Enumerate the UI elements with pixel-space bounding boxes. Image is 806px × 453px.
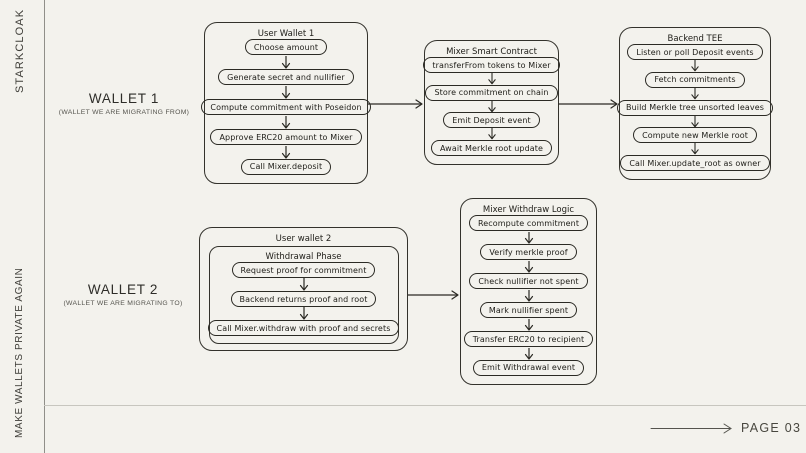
page-number: PAGE 03 xyxy=(741,421,802,435)
wallet1-title: WALLET 1 xyxy=(88,91,160,106)
arrow-down-icon xyxy=(524,318,533,331)
flow-step: Verify merkle proof xyxy=(480,244,577,261)
flow-step: Approve ERC20 amount to Mixer xyxy=(210,129,362,146)
flow-step: Transfer ERC20 to recipient xyxy=(463,331,594,348)
flow-user-wallet-1: User Wallet 1 Choose amount Generate sec… xyxy=(201,22,371,184)
wallet1-label: WALLET 1 (WALLET WE ARE MIGRATING FROM) xyxy=(48,91,200,116)
flow-mixer-withdraw-logic: Mixer Withdraw Logic Recompute commitmen… xyxy=(460,198,597,385)
arrow-right-icon xyxy=(408,290,459,300)
flow-step: Request proof for commitment xyxy=(231,262,376,278)
flow-title: Withdrawal Phase xyxy=(265,252,342,262)
flow-step: Call Mixer.update_root as owner xyxy=(620,155,770,171)
flow-step: Emit Deposit event xyxy=(443,112,540,129)
flow-step: Compute new Merkle root xyxy=(633,127,757,144)
arrow-down-icon xyxy=(299,278,308,291)
wallet1-subtitle: (WALLET WE ARE MIGRATING FROM) xyxy=(58,109,190,116)
wallet2-title: WALLET 2 xyxy=(87,282,159,297)
wallet2-subtitle: (WALLET WE ARE MIGRATING TO) xyxy=(63,300,183,307)
arrow-down-icon xyxy=(299,307,308,320)
flow-step: Check nullifier not spent xyxy=(469,273,588,290)
arrow-down-icon xyxy=(281,115,291,129)
arrow-right-icon xyxy=(558,99,618,109)
arrow-down-icon xyxy=(524,231,533,244)
arrow-down-icon xyxy=(524,289,533,302)
flow-title: Backend TEE xyxy=(667,34,723,44)
flow-step: Store commitment on chain xyxy=(425,84,558,101)
flow-step: Build Merkle tree unsorted leaves xyxy=(616,99,774,116)
flow-step: Backend returns proof and root xyxy=(230,291,377,307)
arrow-down-icon xyxy=(281,145,291,159)
footer-divider-line xyxy=(44,405,806,406)
arrow-down-icon xyxy=(281,55,291,69)
arrow-down-icon xyxy=(524,347,533,360)
flow-backend-tee: Backend TEE Listen or poll Deposit event… xyxy=(616,27,774,180)
arrow-down-icon xyxy=(524,260,533,273)
arrow-down-icon xyxy=(691,143,699,155)
flow-step: Fetch commitments xyxy=(645,71,745,88)
flow-step: Call Mixer.deposit xyxy=(240,158,332,175)
flow-step: Compute commitment with Poseidon xyxy=(201,99,371,116)
flow-step: Recompute commitment xyxy=(468,215,589,232)
withdrawal-phase-group: Withdrawal Phase Request proof for commi… xyxy=(207,246,400,344)
flow-step: transferFrom tokens to Mixer xyxy=(423,57,560,73)
arrow-down-icon xyxy=(487,100,496,112)
arrow-down-icon xyxy=(281,85,291,99)
flow-title: Mixer Smart Contract xyxy=(446,47,537,57)
flow-title: User Wallet 1 xyxy=(257,29,315,39)
flow-step: Mark nullifier spent xyxy=(479,302,578,319)
flow-mixer-smart-contract: Mixer Smart Contract transferFrom tokens… xyxy=(423,40,560,165)
flow-step: Generate secret and nullifier xyxy=(218,69,354,86)
arrow-down-icon xyxy=(487,128,496,140)
brand-tagline: MAKE WALLETS PRIVATE AGAIN xyxy=(14,267,25,438)
flow-title: User wallet 2 xyxy=(275,234,332,244)
flow-user-wallet-2: User wallet 2 Withdrawal Phase Request p… xyxy=(199,227,408,351)
flow-title: Mixer Withdraw Logic xyxy=(482,205,575,215)
flow-step: Await Merkle root update xyxy=(430,140,553,157)
flow-step: Emit Withdrawal event xyxy=(472,359,585,376)
arrow-down-icon xyxy=(691,60,699,72)
wallet2-label: WALLET 2 (WALLET WE ARE MIGRATING TO) xyxy=(47,282,199,307)
flow-step: Call Mixer.withdraw with proof and secre… xyxy=(207,320,400,336)
sidebar-divider-line xyxy=(44,0,45,453)
flow-step: Choose amount xyxy=(244,39,328,56)
brand-name: STARKCLOAK xyxy=(14,8,26,93)
arrow-right-icon xyxy=(368,99,423,109)
arrow-down-icon xyxy=(691,87,699,100)
arrow-down-icon xyxy=(487,73,496,85)
arrow-down-icon xyxy=(691,115,699,127)
page-arrow-icon xyxy=(650,423,732,434)
flow-step: Listen or poll Deposit events xyxy=(627,44,763,60)
